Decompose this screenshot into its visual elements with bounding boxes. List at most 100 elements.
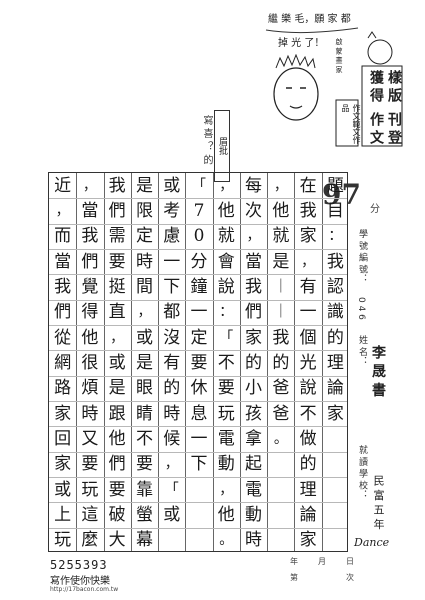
grid-column-line xyxy=(294,173,296,551)
footer-label-round: 第 xyxy=(290,573,298,582)
essay-char: 電 xyxy=(245,479,263,500)
essay-char: 。 xyxy=(273,431,288,447)
essay-char: 爸 xyxy=(272,403,290,424)
comment-underline-decoration xyxy=(265,27,359,34)
footer-label-month: 月 xyxy=(318,557,326,566)
essay-char: 下 xyxy=(163,277,181,297)
essay-char: 他 xyxy=(81,327,99,348)
essay-char: 很 xyxy=(81,353,99,373)
badge-char-1: 獲 xyxy=(368,70,384,84)
essay-char: 他 xyxy=(108,429,126,449)
grid-column-line xyxy=(267,173,269,551)
essay-char: 都 xyxy=(163,302,181,323)
essay-char: 他 xyxy=(217,201,235,221)
essay-char: 他 xyxy=(272,201,290,221)
name-label: 姓 名： xyxy=(357,335,367,365)
essay-char: 題 xyxy=(326,175,344,196)
essay-char: 一 xyxy=(190,302,208,323)
school-label: 就 讀 學 校： xyxy=(357,445,367,499)
side-panel: 學 號 編 號： 0 4 6 姓 名： 李 晟 書 就 讀 學 校： 民 富 五… xyxy=(352,205,412,565)
essay-char: ， xyxy=(219,177,234,194)
grid-row-line xyxy=(49,527,347,529)
grid-row-line xyxy=(49,350,347,352)
teacher-signature: Dance xyxy=(354,536,390,549)
essay-char: 定 xyxy=(190,327,208,348)
student-number-label: 學 號 編 號： xyxy=(357,229,367,283)
essay-char: 他 xyxy=(217,505,235,525)
essay-char: 時 xyxy=(245,530,263,551)
essay-char: ， xyxy=(82,177,97,194)
essay-char: 我 xyxy=(299,201,317,221)
essay-char: 家 xyxy=(245,327,263,348)
student-number-value: 0 4 6 xyxy=(356,297,366,320)
essay-char: 或 xyxy=(108,353,126,373)
essay-char: 一 xyxy=(299,302,317,323)
badge-frame-icon xyxy=(335,31,403,147)
badge-char-2: 得 xyxy=(368,88,384,102)
essay-char: ， xyxy=(219,481,234,498)
essay-char: ， xyxy=(246,228,261,245)
essay-char: 就 xyxy=(272,226,290,247)
essay-char: 7 xyxy=(193,201,205,221)
footer-id: 5255393 xyxy=(50,558,108,572)
essay-char: 的 xyxy=(299,454,317,475)
grid-row-line xyxy=(49,401,347,402)
teacher-comment-line-2: 掉 光 了！ xyxy=(278,38,325,49)
essay-char: ｜ xyxy=(273,304,288,321)
essay-char: 下 xyxy=(190,454,208,475)
grid-row-line xyxy=(49,325,347,326)
essay-char: 需 xyxy=(108,226,126,247)
essay-char: 息 xyxy=(190,403,208,424)
badge-top-label: 啟 蒙 畫 家 xyxy=(335,38,343,73)
badge-char-4: 版 xyxy=(386,88,402,102)
essay-char: 認 xyxy=(326,277,344,297)
essay-char: 我 xyxy=(54,277,72,297)
essay-char: 不 xyxy=(135,429,153,449)
school-name: 民 富 五 年 xyxy=(372,475,385,530)
essay-char: 麼 xyxy=(81,530,99,551)
essay-char: 而 xyxy=(54,226,72,247)
essay-char: 或 xyxy=(163,175,181,196)
essay-char: 直 xyxy=(108,302,126,323)
essay-char: 玩 xyxy=(217,403,235,424)
essay-char: 一 xyxy=(190,429,208,449)
essay-char: 定 xyxy=(135,226,153,247)
essay-char: 家 xyxy=(299,226,317,247)
essay-char: 小 xyxy=(245,378,263,399)
grid-row-line xyxy=(49,426,347,428)
essay-char: 我 xyxy=(108,175,126,196)
essay-char: 幕 xyxy=(135,530,153,551)
essay-char: 理 xyxy=(299,479,317,500)
essay-char: 當 xyxy=(54,251,72,272)
essay-char: 目 xyxy=(326,201,344,221)
essay-char: 時 xyxy=(135,251,153,272)
essay-char: 分 xyxy=(190,251,208,272)
essay-char: ， xyxy=(55,203,70,219)
essay-char: 要 xyxy=(217,378,235,399)
essay-char: 個 xyxy=(299,327,317,348)
award-badge: 啟 蒙 畫 家 獲 得 樣 版 作 文 刊 登 作文範文作品 xyxy=(332,30,412,150)
essay-char: 是 xyxy=(135,353,153,373)
essay-char: 靠 xyxy=(135,479,153,500)
essay-char: 家 xyxy=(54,403,72,424)
grid-row-line xyxy=(49,274,347,276)
essay-char: 跟 xyxy=(108,403,126,424)
essay-char: 玩 xyxy=(81,479,99,500)
essay-char: 沒 xyxy=(163,327,181,348)
essay-char: 當 xyxy=(81,201,99,221)
essay-char: 會 xyxy=(217,251,235,272)
essay-char: 有 xyxy=(163,353,181,373)
essay-char: 起 xyxy=(245,454,263,475)
essay-char: 我 xyxy=(326,251,344,272)
grade-score: 97 xyxy=(322,178,361,211)
essay-char: 論 xyxy=(299,505,317,525)
essay-char: 有 xyxy=(299,277,317,297)
essay-char: 候 xyxy=(163,429,181,449)
essay-char: 上 xyxy=(54,505,72,525)
essay-char: 煩 xyxy=(81,378,99,399)
essay-char: 得 xyxy=(81,302,99,323)
badge-char-7: 刊 xyxy=(386,112,402,126)
badge-char-8: 登 xyxy=(386,130,402,144)
essay-char: 我 xyxy=(245,277,263,297)
essay-char: 要 xyxy=(108,479,126,500)
